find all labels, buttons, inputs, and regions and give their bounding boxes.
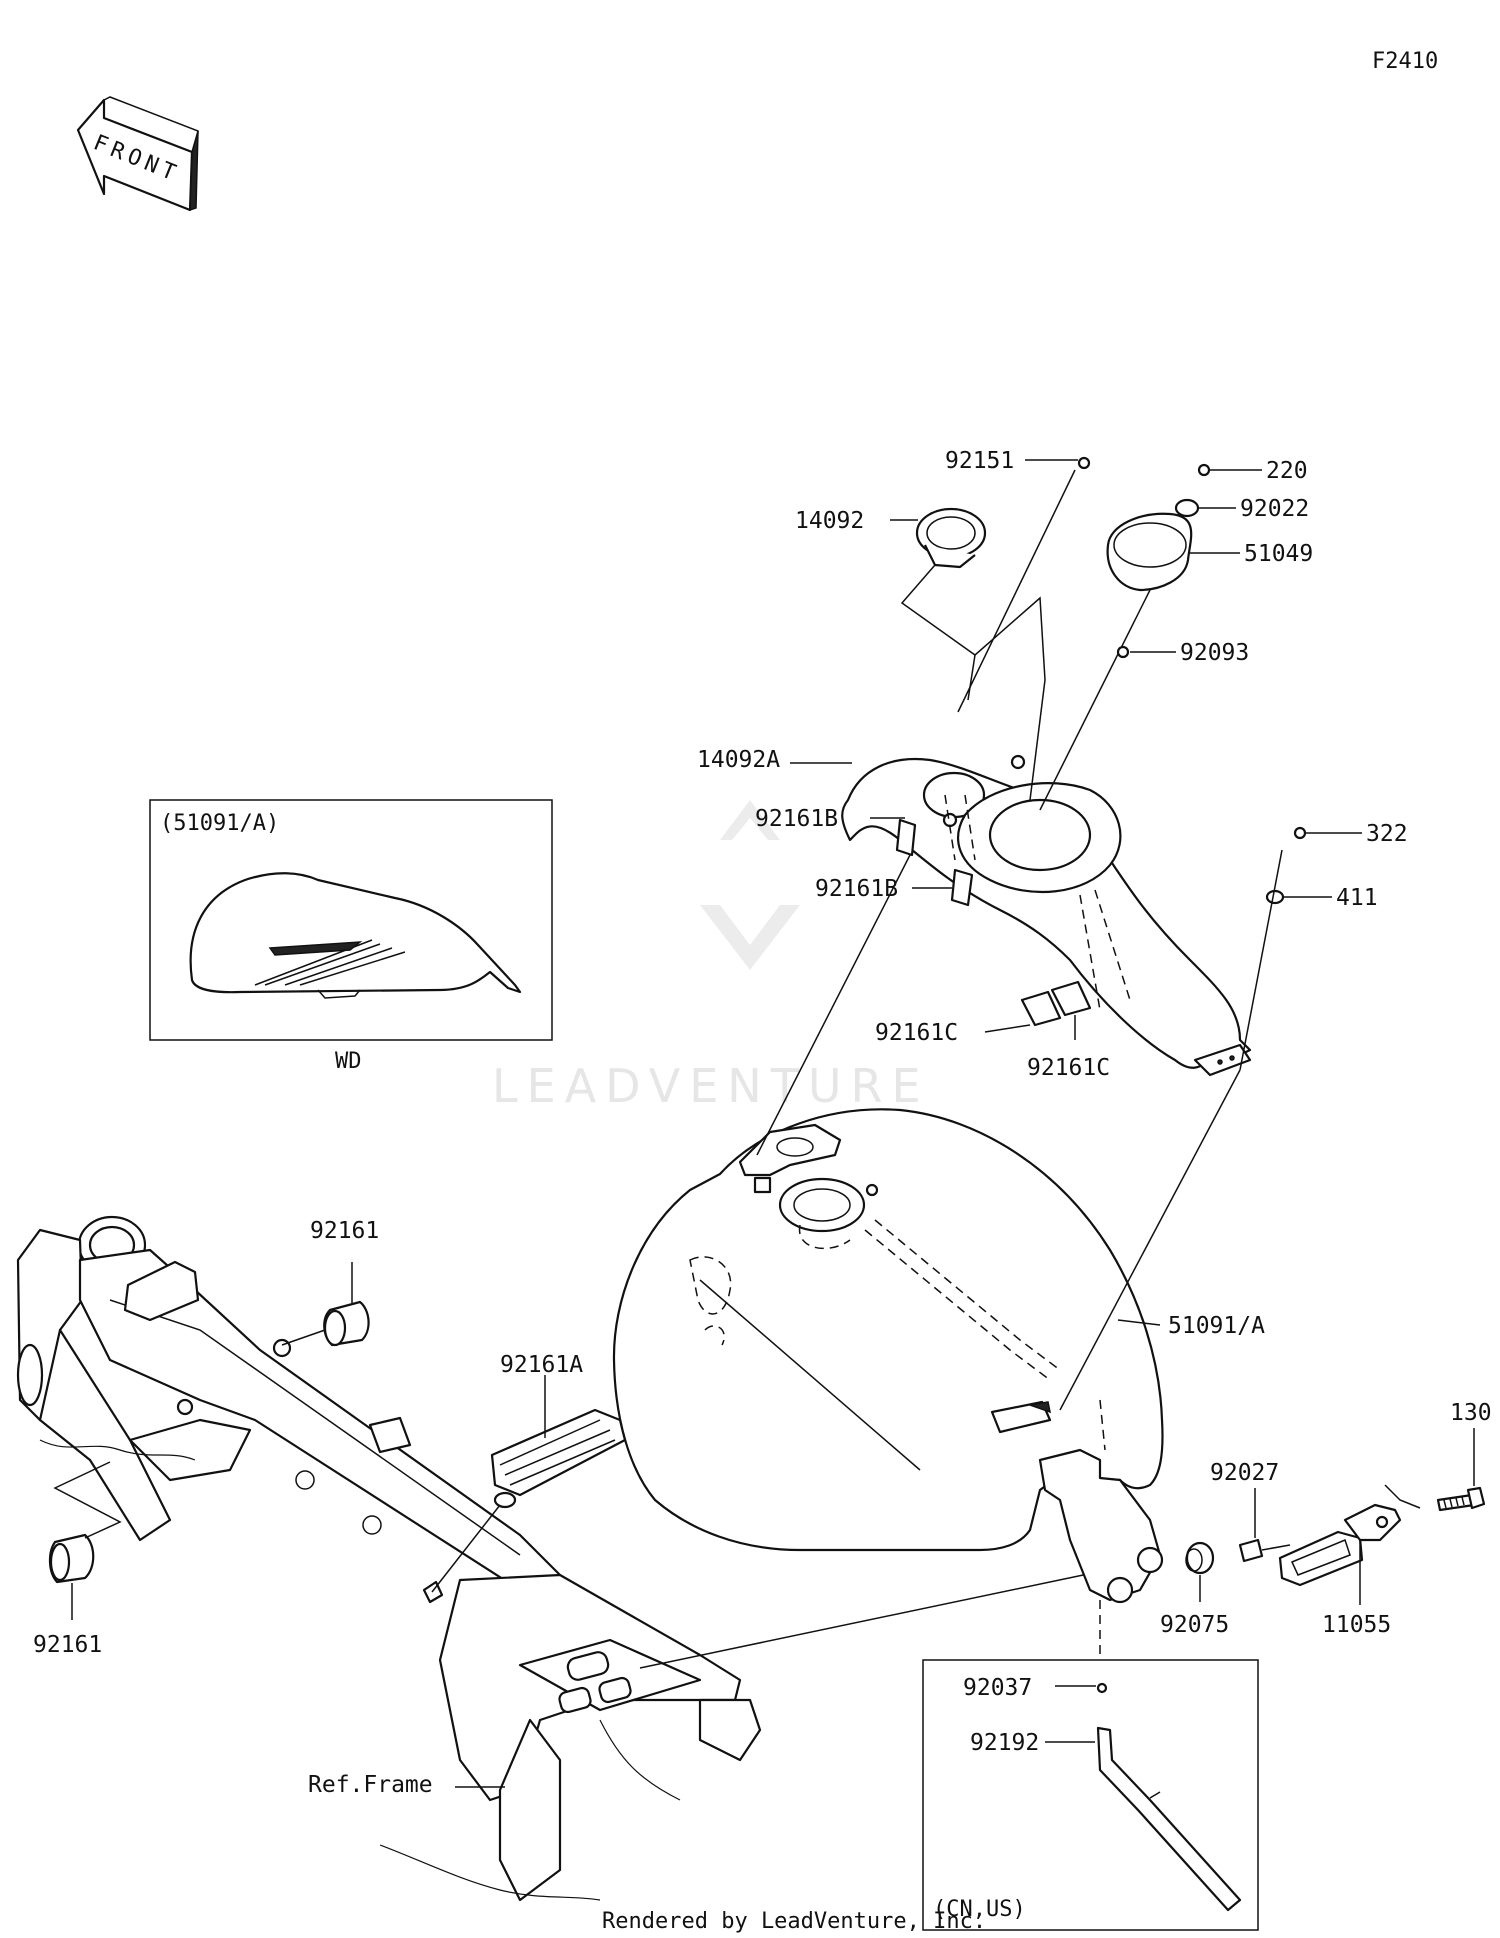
part-92161-bottom	[48, 1461, 122, 1620]
part-92161B	[756, 817, 974, 1156]
callout-92161C-1: 92161C	[875, 1020, 958, 1046]
callout-51091A: 51091/A	[1168, 1313, 1265, 1339]
diagram-code: F2410	[1372, 49, 1438, 74]
part-92093	[1116, 645, 1176, 659]
callout-14092A: 14092A	[697, 747, 780, 773]
callout-92093: 92093	[1180, 640, 1249, 666]
callout-92037: 92037	[963, 1675, 1032, 1701]
part-92151-screw	[957, 456, 1091, 713]
callout-92151: 92151	[945, 448, 1014, 474]
part-51049-cap	[1039, 512, 1240, 811]
part-92022-washer	[1174, 498, 1236, 518]
callout-92161B-1: 92161B	[755, 806, 838, 832]
callout-92075: 92075	[1160, 1612, 1229, 1638]
part-220	[1197, 463, 1262, 477]
inset-cnus-title: (CN,US)	[933, 1897, 1026, 1922]
callout-92161-bottom: 92161	[33, 1632, 102, 1658]
callout-11055: 11055	[1322, 1612, 1391, 1638]
part-92161C	[984, 980, 1092, 1040]
callout-92192: 92192	[970, 1730, 1039, 1756]
callout-92161C-2: 92161C	[1027, 1055, 1110, 1081]
inset-wd-caption: WD	[335, 1049, 362, 1074]
inset-wd-title: (51091/A)	[160, 811, 279, 836]
front-arrow-icon: FRONT	[76, 96, 199, 212]
callout-14092: 14092	[795, 508, 864, 534]
callout-411: 411	[1336, 885, 1378, 911]
callout-92161B-2: 92161B	[815, 876, 898, 902]
watermark: LEADVENTURE	[492, 800, 930, 1113]
part-322-411	[1059, 826, 1362, 1411]
part-51091A-fuel-tank	[612, 1108, 1164, 1660]
part-92075-grommet	[1185, 1541, 1215, 1602]
footer-credit: Rendered by LeadVenture, Inc.	[602, 1909, 986, 1934]
inset-cnus: (CN,US)	[922, 1659, 1259, 1931]
part-14092A-tank-cover	[841, 754, 1252, 1077]
part-92161-top	[281, 1262, 370, 1347]
part-14092-ring	[890, 507, 1046, 801]
callout-92022: 92022	[1240, 496, 1309, 522]
callout-130: 130	[1450, 1400, 1492, 1426]
callout-92161A: 92161A	[500, 1352, 583, 1378]
part-11055-bracket	[1278, 1484, 1421, 1605]
callout-92161-top: 92161	[310, 1218, 379, 1244]
callout-51049: 51049	[1244, 541, 1313, 567]
part-92027-collar	[1238, 1488, 1291, 1563]
callout-220: 220	[1266, 458, 1308, 484]
callout-322: 322	[1366, 821, 1408, 847]
watermark-text: LEADVENTURE	[492, 1059, 930, 1113]
label-ref-frame: Ref.Frame	[308, 1772, 433, 1798]
callout-92027: 92027	[1210, 1460, 1279, 1486]
frame-reference	[16, 1215, 1089, 1902]
part-130-bolt	[1436, 1428, 1486, 1512]
inset-wd: (51091/A) WD	[149, 799, 553, 1074]
